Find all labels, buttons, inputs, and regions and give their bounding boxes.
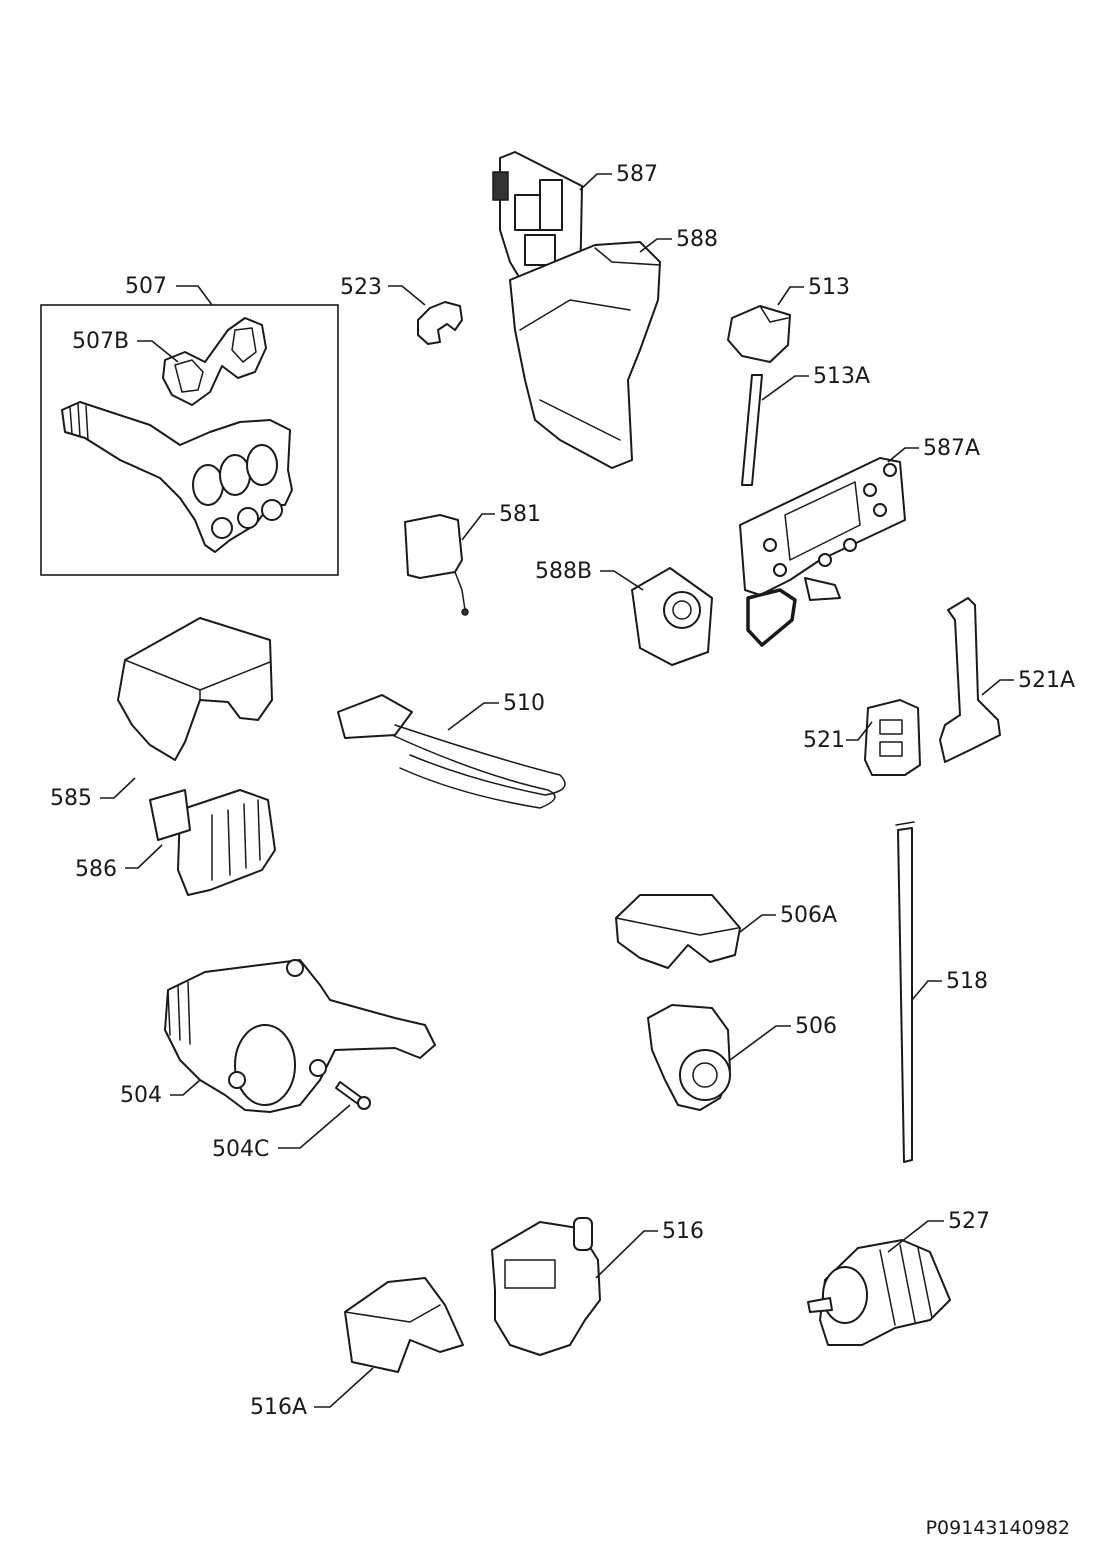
label-587A: 587A xyxy=(923,436,980,461)
label-516: 516 xyxy=(662,1219,704,1244)
label-521: 521 xyxy=(803,728,845,753)
callout-518: 518 xyxy=(911,969,988,1001)
part-510-heating-element xyxy=(337,694,566,809)
part-516A-cover xyxy=(344,1277,464,1373)
label-513: 513 xyxy=(808,275,850,300)
part-588-board-housing xyxy=(509,241,661,469)
label-587: 587 xyxy=(616,162,658,187)
drawing-code: P09143140982 xyxy=(926,1517,1070,1539)
part-506-drain-pump xyxy=(647,1004,731,1111)
part-506A-pump-cover xyxy=(615,894,741,969)
part-521A-bracket xyxy=(939,597,1001,763)
callout-587: 587 xyxy=(579,162,658,191)
callout-586: 586 xyxy=(75,844,163,882)
label-510: 510 xyxy=(503,691,545,716)
callout-506: 506 xyxy=(729,1014,837,1061)
callout-588: 588 xyxy=(639,227,718,253)
part-523-clip xyxy=(417,301,463,345)
label-585: 585 xyxy=(50,786,92,811)
label-523: 523 xyxy=(340,275,382,300)
label-507B: 507B xyxy=(72,329,129,354)
callout-504: 504 xyxy=(120,1079,201,1108)
part-504-pump xyxy=(164,959,436,1113)
part-513A-rod xyxy=(741,374,763,486)
part-513-sensor xyxy=(727,305,791,363)
callout-504C: 504C xyxy=(212,1104,351,1162)
callout-588B: 588B xyxy=(535,559,644,591)
label-518: 518 xyxy=(946,969,988,994)
label-527: 527 xyxy=(948,1209,990,1234)
callout-581: 581 xyxy=(461,502,541,541)
callout-513: 513 xyxy=(777,275,850,306)
callout-507: 507 xyxy=(125,274,213,306)
part-588B-pressure-switch xyxy=(631,567,713,666)
part-585-cover xyxy=(117,617,273,761)
label-581: 581 xyxy=(499,502,541,527)
part-504C-screw xyxy=(335,1081,371,1110)
callout-507B: 507B xyxy=(72,329,179,363)
part-516-pump xyxy=(491,1217,601,1356)
label-507: 507 xyxy=(125,274,167,299)
part-521-door-lock xyxy=(864,699,921,776)
label-586: 586 xyxy=(75,857,117,882)
callout-587A: 587A xyxy=(887,436,980,463)
part-527-motor xyxy=(807,1239,951,1346)
label-506A: 506A xyxy=(780,903,837,928)
label-588: 588 xyxy=(676,227,718,252)
label-521A: 521A xyxy=(1018,668,1075,693)
part-581-sensor-card xyxy=(404,514,469,616)
callout-516: 516 xyxy=(595,1219,704,1279)
part-587-main-board xyxy=(492,151,583,301)
part-587A-display-board xyxy=(739,457,906,647)
part-518-cable xyxy=(895,821,915,1163)
valve-group-frame xyxy=(40,304,339,576)
callout-510: 510 xyxy=(447,691,545,731)
callout-521A: 521A xyxy=(981,668,1075,696)
part-507-inlet-valve xyxy=(61,401,293,553)
label-506: 506 xyxy=(795,1014,837,1039)
callout-506A: 506A xyxy=(739,903,837,933)
part-586-heater-relay xyxy=(149,789,276,896)
callout-585: 585 xyxy=(50,777,136,811)
label-588B: 588B xyxy=(535,559,592,584)
callout-513A: 513A xyxy=(761,364,870,401)
label-513A: 513A xyxy=(813,364,870,389)
part-507B-bracket xyxy=(162,317,267,406)
callout-516A: 516A xyxy=(250,1367,374,1420)
callout-527: 527 xyxy=(887,1209,990,1253)
label-516A: 516A xyxy=(250,1395,307,1420)
label-504C: 504C xyxy=(212,1137,269,1162)
callout-521: 521 xyxy=(803,721,873,753)
callout-523: 523 xyxy=(340,275,426,306)
label-504: 504 xyxy=(120,1083,162,1108)
